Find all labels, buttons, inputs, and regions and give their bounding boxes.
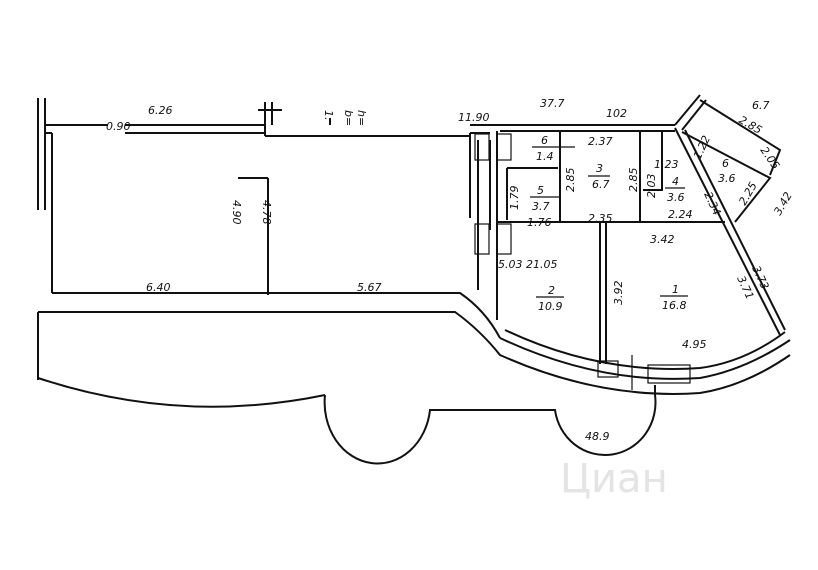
- room-area: 6.7: [592, 178, 610, 191]
- room-labels: 1 16.8 2 10.9 3 6.7 4 3.6 5 3.7 6 1.4: [530, 134, 736, 313]
- dim-label: 2.03: [645, 174, 658, 199]
- dim-label: 3.71: [734, 274, 756, 302]
- dim-label: 3.42: [771, 190, 795, 218]
- room-number: 4: [672, 175, 679, 188]
- room-6b: 6 3.6: [718, 157, 736, 185]
- dim-label: 2.85: [737, 113, 765, 137]
- dim-label: 6.7: [752, 99, 770, 112]
- dim-label: 2.37: [588, 135, 613, 148]
- room-number: 5: [537, 184, 544, 197]
- room-area: 16.8: [662, 299, 687, 312]
- room-number: 6: [722, 157, 729, 170]
- room-area: 3.7: [532, 200, 550, 213]
- dim-label: 4.90: [230, 200, 243, 225]
- room-5: 5 3.7: [530, 184, 560, 213]
- dim-label: h=: [355, 110, 368, 126]
- dim-label: 1.76: [527, 216, 552, 229]
- dim-label: b=: [342, 110, 355, 126]
- room-number: 2: [548, 284, 555, 297]
- dim-label: 4.78: [260, 200, 273, 225]
- room-1: 1 16.8: [660, 283, 688, 312]
- room-6: 6 1.4: [532, 134, 575, 163]
- dim-label: 2.35: [588, 212, 613, 225]
- shaft-label: 5.03 21.05: [498, 258, 557, 271]
- dim-label: 3.92: [612, 281, 625, 306]
- watermark: Циан: [560, 456, 668, 502]
- dim-label: 37.7: [540, 97, 565, 110]
- balcony-area: 48.9: [585, 430, 610, 443]
- room-3: 3 6.7: [588, 162, 610, 191]
- room-number: 6: [541, 134, 548, 147]
- room-number: 3: [596, 162, 603, 175]
- dim-label: 6.40: [146, 281, 171, 294]
- dim-label: 2.24: [668, 208, 693, 221]
- dim-label: 2.85: [627, 168, 640, 193]
- dimension-labels: 0.90 6.26 1. b= h= 11.90 37.7 102 6.7 2.…: [106, 97, 795, 443]
- room-area: 3.6: [718, 172, 736, 185]
- dim-label: 4.95: [682, 338, 707, 351]
- dim-label: 6.26: [148, 104, 173, 117]
- dim-label: 1.23: [654, 158, 679, 171]
- dim-label: 0.90: [106, 120, 131, 133]
- dim-label: 102: [606, 107, 627, 120]
- room-area: 1.4: [536, 150, 554, 163]
- dim-label: 2.34: [701, 190, 723, 218]
- dim-label: 5.67: [357, 281, 382, 294]
- dim-label: 2.85: [564, 168, 577, 193]
- dim-label: 11.90: [458, 111, 490, 124]
- room-area: 10.9: [538, 300, 563, 313]
- room-4: 4 3.6: [665, 175, 685, 204]
- room-area: 3.6: [667, 191, 685, 204]
- walls: [37, 94, 791, 465]
- dim-label: 1.79: [508, 186, 521, 211]
- dim-label: 1.: [322, 110, 335, 121]
- room-number: 1: [672, 283, 679, 296]
- room-2: 2 10.9: [536, 284, 564, 313]
- dim-label: 3.42: [650, 233, 675, 246]
